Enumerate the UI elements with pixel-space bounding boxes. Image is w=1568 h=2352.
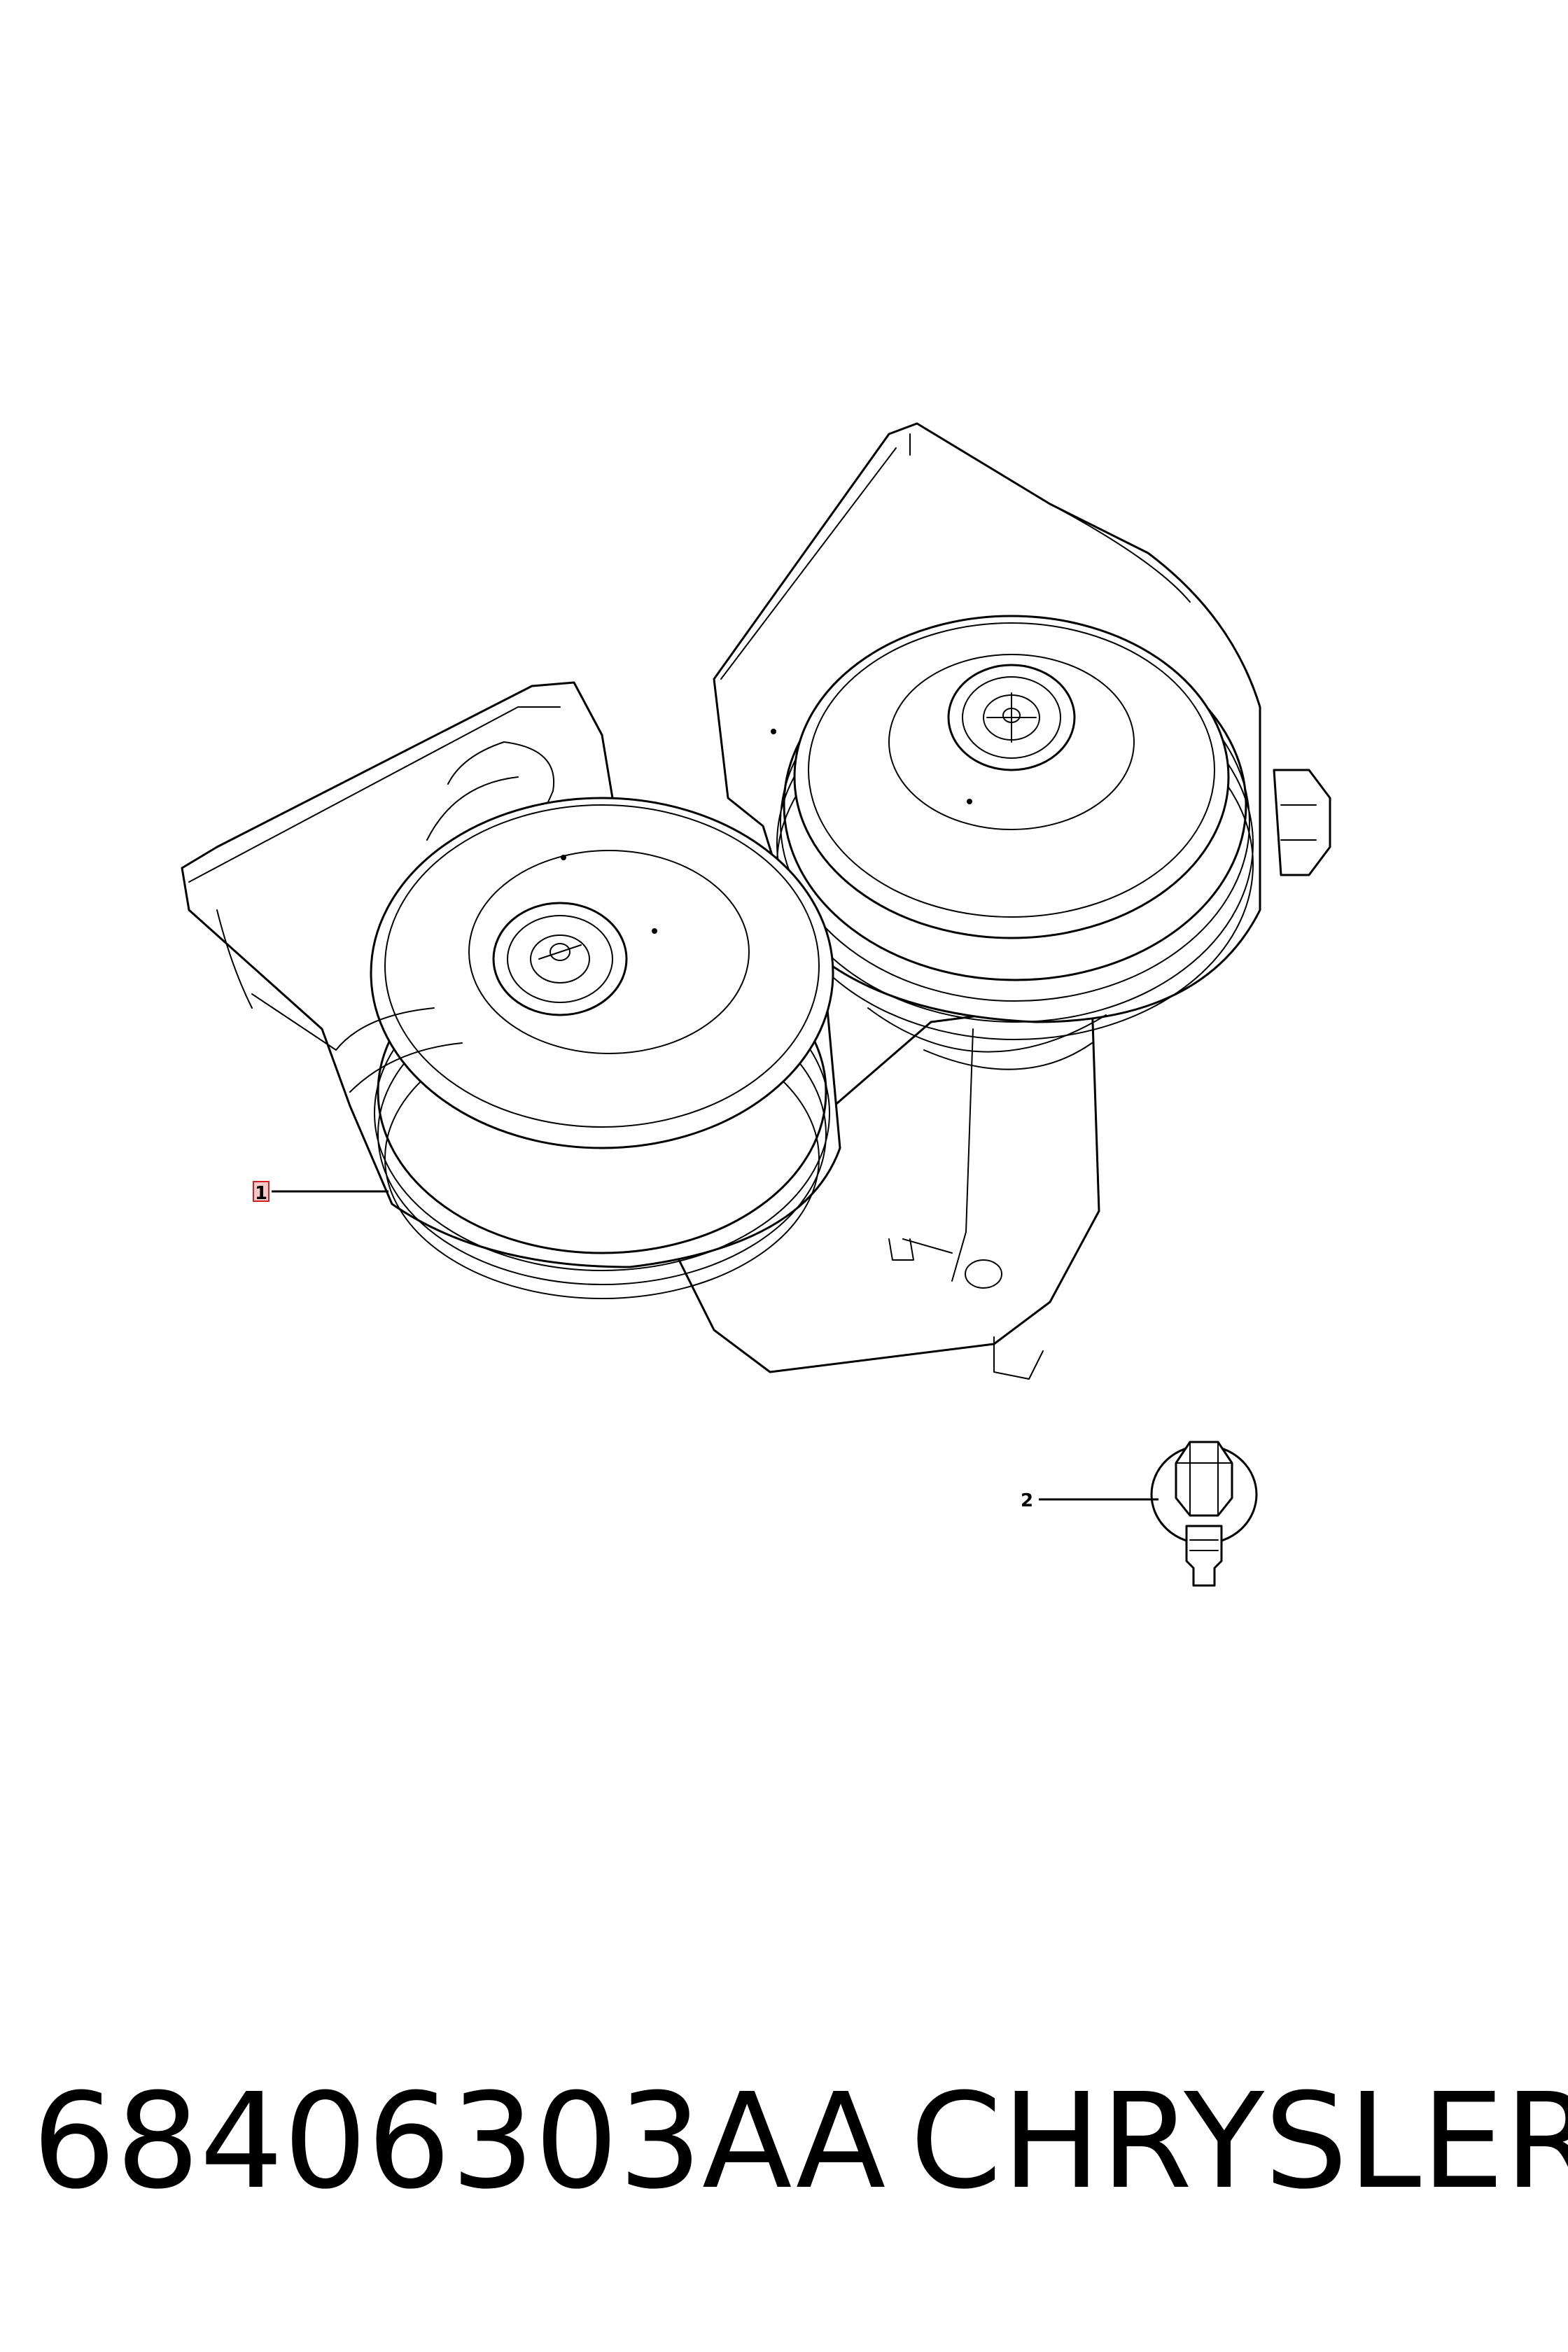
callout-1: 1	[253, 1181, 388, 1204]
callout-2: 2	[1021, 1490, 1158, 1511]
horn-left	[181, 681, 841, 1299]
brand-name: CHRYSLER	[910, 2065, 1568, 2218]
part-footer: 68406303AA CHRYSLER	[0, 2051, 1568, 2233]
part-number: 68406303AA	[32, 2065, 886, 2218]
flange-bolt	[1150, 1441, 1258, 1587]
horn-right	[713, 422, 1331, 1070]
callout-2-label: 2	[1021, 1490, 1033, 1511]
mounting-bracket	[671, 1000, 1100, 1380]
callout-1-label: 1	[255, 1183, 267, 1204]
